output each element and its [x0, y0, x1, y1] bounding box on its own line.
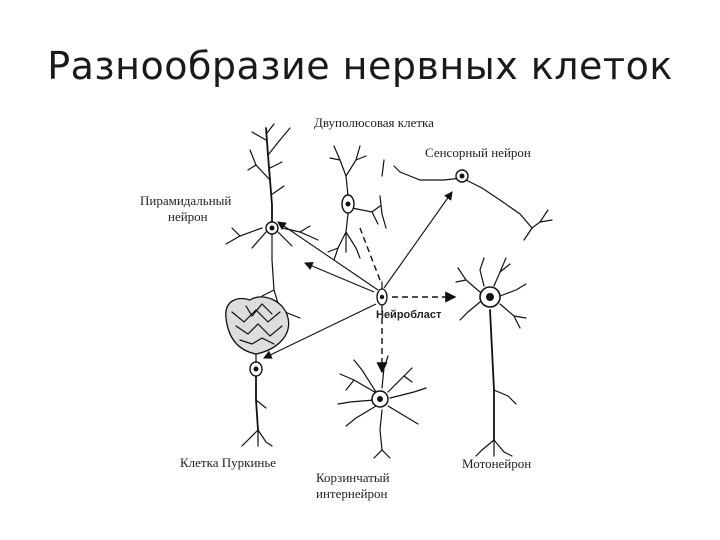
label-pyramidal-line2: нейрон [168, 209, 208, 224]
label-pyramidal-line1: Пирамидальный [140, 193, 231, 208]
sensory-neuron [394, 166, 552, 240]
label-motor-neuron: Мотонейрон [462, 456, 531, 471]
motor-neuron [456, 258, 526, 456]
bipolar-cell [328, 146, 386, 260]
development-arrows [264, 192, 455, 372]
label-neuroblast: Нейробласт [376, 309, 442, 321]
label-sensory-neuron: Сенсорный нейрон [425, 145, 531, 160]
purkinje-cell [226, 297, 289, 446]
label-basket-line2: интернейрон [316, 486, 388, 501]
label-bipolar-cell: Двуполюсовая клетка [314, 115, 434, 130]
label-basket-line1: Корзинчатый [316, 470, 390, 485]
pyramidal-neuron [226, 124, 318, 318]
label-purkinje-cell: Клетка Пуркинье [180, 455, 276, 470]
